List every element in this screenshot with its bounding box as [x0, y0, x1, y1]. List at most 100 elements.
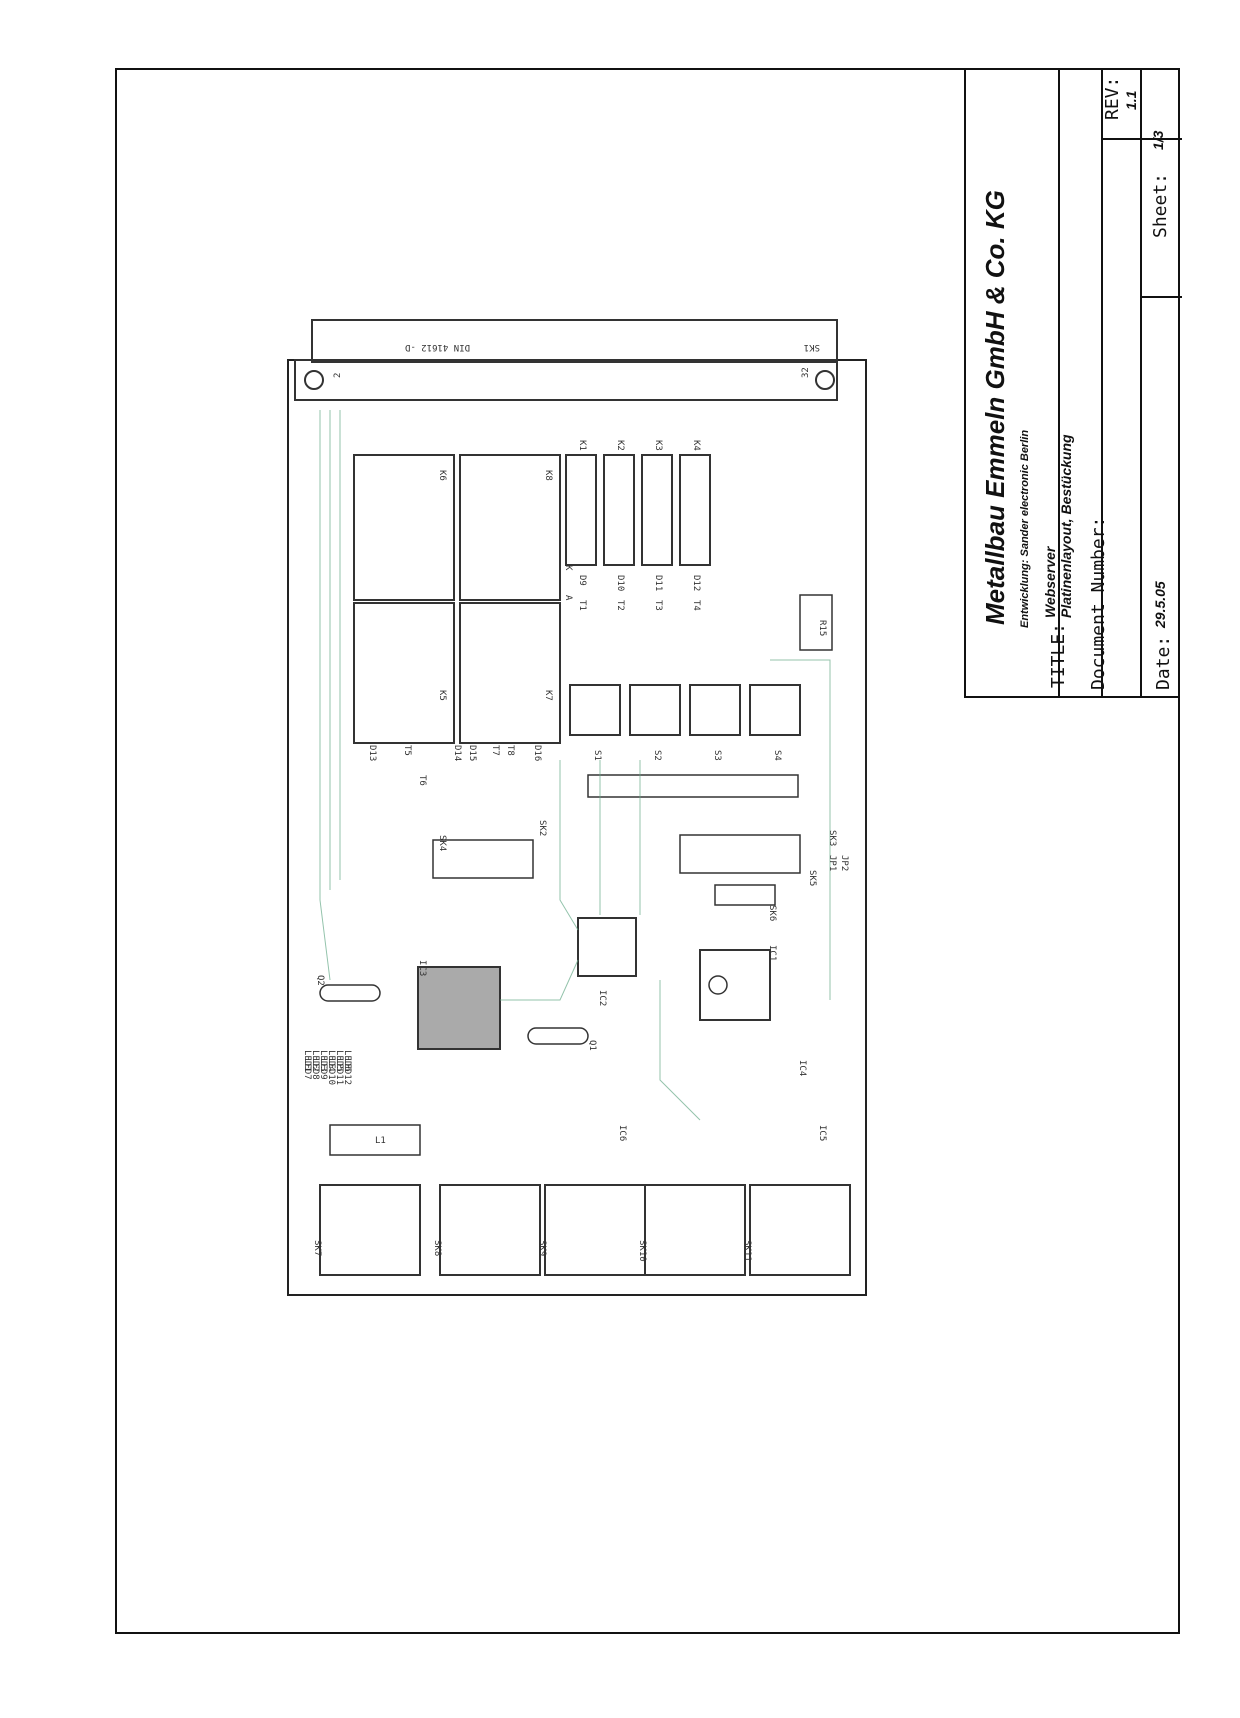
led-label-led1: LED1: [302, 1050, 312, 1072]
switch-label-s3: S3: [712, 750, 722, 761]
relay-k6: [353, 454, 455, 601]
ic-ic1-regulator: [699, 949, 771, 1021]
relay-k1: [565, 454, 597, 566]
rj-label-sk11: SK11: [742, 1240, 752, 1262]
ic-label-ic1: IC1: [767, 945, 777, 961]
diode-label-d9: D9: [577, 575, 587, 586]
title-block: [964, 68, 1182, 698]
header-label-sk5: SK5: [807, 870, 817, 886]
relay-label-k8: K8: [543, 470, 553, 481]
led-label-led2: LED2: [310, 1050, 320, 1072]
quartz-label-q1: Q1: [587, 1040, 597, 1051]
rj-label-sk8: SK8: [432, 1240, 442, 1256]
switch-label-s2: S2: [652, 750, 662, 761]
rj-sk9: [544, 1184, 646, 1276]
header-sk2: [432, 839, 534, 879]
drawing-frame: [115, 68, 1180, 1634]
transistor-label-t3: T3: [653, 600, 663, 611]
header-label-sk3: SK3: [827, 830, 837, 846]
ic-label-ic5: IC5: [817, 1125, 827, 1141]
switch-s1: [569, 684, 621, 736]
relay-label-k7: K7: [543, 690, 553, 701]
switch-s3: [689, 684, 741, 736]
transistor-label-t1: T1: [577, 600, 587, 611]
jumper-label-jp1: JP1: [827, 855, 837, 871]
rj-label-sk7: SK7: [312, 1240, 322, 1256]
quartz-q2: [319, 984, 381, 1002]
diode-label-d11: D11: [653, 575, 663, 591]
led-label-led11: LED11: [334, 1058, 344, 1085]
diode-label-d10: D10: [615, 575, 625, 591]
header-sk3: [587, 774, 799, 798]
header-sk3b: [679, 834, 801, 874]
led-label-led5: LED5: [334, 1050, 344, 1072]
pin-first-label: 2: [333, 373, 343, 378]
din-connector: [311, 319, 838, 363]
transistor-label-t4: T4: [691, 600, 701, 611]
led-label-led3: LED3: [318, 1050, 328, 1072]
transistor-label-t8: T8: [505, 745, 515, 756]
relay-label-k2: K2: [615, 440, 625, 451]
connector-ref: SK1: [804, 342, 820, 352]
diode-label-d15: D15: [467, 745, 477, 761]
relay-k7: [459, 602, 561, 744]
rj-label-sk9: SK9: [537, 1240, 547, 1256]
relay-k2: [603, 454, 635, 566]
relay-label-k1: K1: [577, 440, 587, 451]
diode-label-d14: D14: [452, 745, 462, 761]
quartz-q1: [527, 1027, 589, 1045]
relay-k3: [641, 454, 673, 566]
switch-label-s1: S1: [592, 750, 602, 761]
inductor-l1: [329, 1124, 421, 1156]
polarity-a-label: A: [563, 595, 573, 601]
polarity-k-label: K: [563, 565, 573, 571]
led-label-led8: LED8: [310, 1058, 320, 1080]
transistor-label-t6: T6: [417, 775, 427, 786]
switch-s2: [629, 684, 681, 736]
led-label-led4: LED4: [326, 1050, 336, 1072]
relay-label-k4: K4: [691, 440, 701, 451]
rj-label-sk10: SK10: [637, 1240, 647, 1262]
relay-k8: [459, 454, 561, 601]
header-label-sk4: SK4: [437, 835, 447, 851]
transistor-label-t2: T2: [615, 600, 625, 611]
rj-sk8: [439, 1184, 541, 1276]
transistor-label-t5: T5: [402, 745, 412, 756]
connector-label: DIN 41612 -D: [405, 342, 470, 352]
transistor-label-t7: T7: [490, 745, 500, 756]
led-label-led6: LED6: [342, 1050, 352, 1072]
inductor-label: L1: [375, 1136, 386, 1146]
header-label-sk6: SK6: [767, 905, 777, 921]
diode-label-d13: D13: [367, 745, 377, 761]
relay-label-k3: K3: [653, 440, 663, 451]
relay-k4: [679, 454, 711, 566]
rj-sk7: [319, 1184, 421, 1276]
diode-label-d12: D12: [691, 575, 701, 591]
switch-s4: [749, 684, 801, 736]
relay-k5: [353, 602, 455, 744]
quartz-label-q2: Q2: [315, 975, 325, 986]
resistor-r15: [799, 594, 833, 651]
rj-sk10: [644, 1184, 746, 1276]
relay-label-k6: K6: [437, 470, 447, 481]
resistor-label-r15: R15: [817, 620, 827, 636]
led-label-led10: LED10: [326, 1058, 336, 1085]
header-label-sk2: SK2: [537, 820, 547, 836]
rj-sk11: [749, 1184, 851, 1276]
header-sk6: [714, 884, 776, 906]
led-label-led12: LED12: [342, 1058, 352, 1085]
led-label-led9: LED9: [318, 1058, 328, 1080]
relay-label-k5: K5: [437, 690, 447, 701]
switch-label-s4: S4: [772, 750, 782, 761]
ic-ic3: [417, 966, 501, 1050]
jumper-label-jp2: JP2: [839, 855, 849, 871]
ic-label-ic3: IC3: [417, 960, 427, 976]
ic-ic2: [577, 917, 637, 977]
ic-label-ic2: IC2: [597, 990, 607, 1006]
pin-last-label: 32: [801, 367, 811, 378]
diode-label-d16: D16: [532, 745, 542, 761]
led-label-led7: LED7: [302, 1058, 312, 1080]
ic-label-ic4: IC4: [797, 1060, 807, 1076]
